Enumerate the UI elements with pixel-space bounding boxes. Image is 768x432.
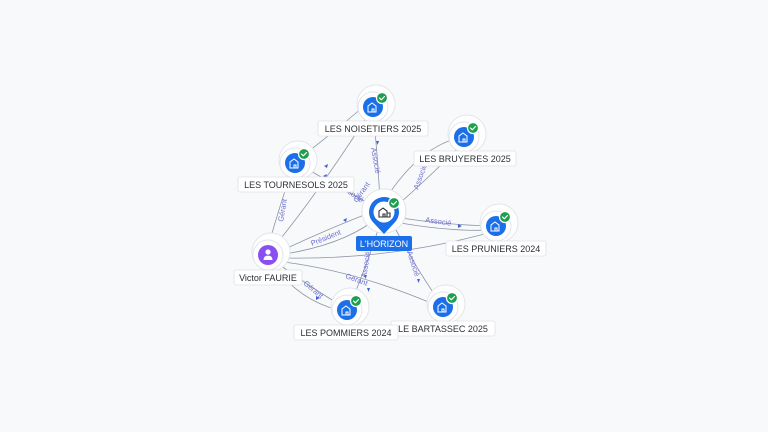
node-label: L'HORIZON: [360, 239, 408, 249]
node-label: LES POMMIERS 2024: [300, 328, 391, 338]
building-icon: [490, 221, 500, 232]
edge-label-associe-2: Associé: [411, 163, 428, 191]
person-icon: [263, 249, 273, 260]
edge-faurie-pruniers: [284, 231, 493, 259]
arrow-4: [343, 218, 347, 222]
node-label-bg: [293, 324, 399, 341]
node-label: LES PRUNIERS 2024: [452, 244, 541, 254]
verified-check-icon: [297, 147, 311, 161]
node-faurie[interactable]: Victor FAURIE: [233, 232, 303, 286]
arrow-8: [316, 296, 320, 300]
edge-faurie-bartassec: [283, 261, 439, 307]
arrow-1: [376, 141, 379, 145]
arrow-7: [367, 288, 370, 292]
arrow-9: [364, 275, 367, 279]
building-icon: [437, 302, 447, 313]
building-icon: [341, 305, 351, 316]
node-circle: [258, 245, 278, 265]
node-tournesols[interactable]: LES TOURNESOLS 2025: [237, 140, 355, 193]
verified-check-icon: [498, 210, 512, 224]
node-label: LES TOURNESOLS 2025: [244, 180, 348, 190]
node-label: Victor FAURIE: [239, 273, 297, 283]
edge-label-gerant-3: Gérant: [302, 279, 326, 301]
verified-check-icon: [445, 291, 459, 305]
edge-label-associe-5: Associé: [359, 251, 372, 278]
building-icon: [289, 158, 299, 169]
edge-label-gerant-1: Gérant: [276, 197, 289, 222]
node-label-bg: [413, 150, 517, 167]
edge-label-associe-1: Associé: [369, 147, 382, 174]
edge-arrows: [316, 141, 462, 300]
edge-labels: Associé Associé Associé Associé Associé …: [276, 147, 452, 301]
node-label: LES BRUYERES 2025: [419, 154, 511, 164]
node-label-bg: [233, 269, 303, 286]
node-pommiers[interactable]: LES POMMIERS 2024: [293, 287, 399, 341]
node-horizon[interactable]: L'HORIZON: [356, 188, 412, 251]
node-label-bg: [445, 240, 547, 257]
verified-check-icon: [375, 91, 389, 105]
node-label-bg: [237, 176, 355, 193]
node-label-bg: [317, 120, 429, 137]
verified-check-icon: [349, 294, 363, 308]
arrow-6: [417, 279, 420, 283]
building-icon: [378, 207, 391, 218]
building-icon: [458, 132, 468, 143]
verified-check-icon: [387, 196, 401, 210]
node-label: LE BARTASSEC 2025: [398, 324, 488, 334]
arrow-5: [458, 224, 462, 228]
node-noisetiers[interactable]: LES NOISETIERS 2025: [317, 84, 429, 137]
main-label-bg: [356, 236, 412, 251]
verified-check-icon: [466, 121, 480, 135]
node-label: LES NOISETIERS 2025: [325, 124, 422, 134]
edge-label-associe-3: Associé: [425, 215, 452, 228]
edge-faurie-horizon: [284, 221, 373, 255]
node-bartassec[interactable]: LE BARTASSEC 2025: [390, 284, 496, 337]
node-bruyeres[interactable]: LES BRUYERES 2025: [413, 114, 517, 167]
building-icon: [367, 102, 377, 113]
edge-label-associe-4: Associé: [405, 250, 422, 278]
node-pruniers[interactable]: LES PRUNIERS 2024: [445, 203, 547, 257]
arrow-3: [324, 164, 328, 168]
